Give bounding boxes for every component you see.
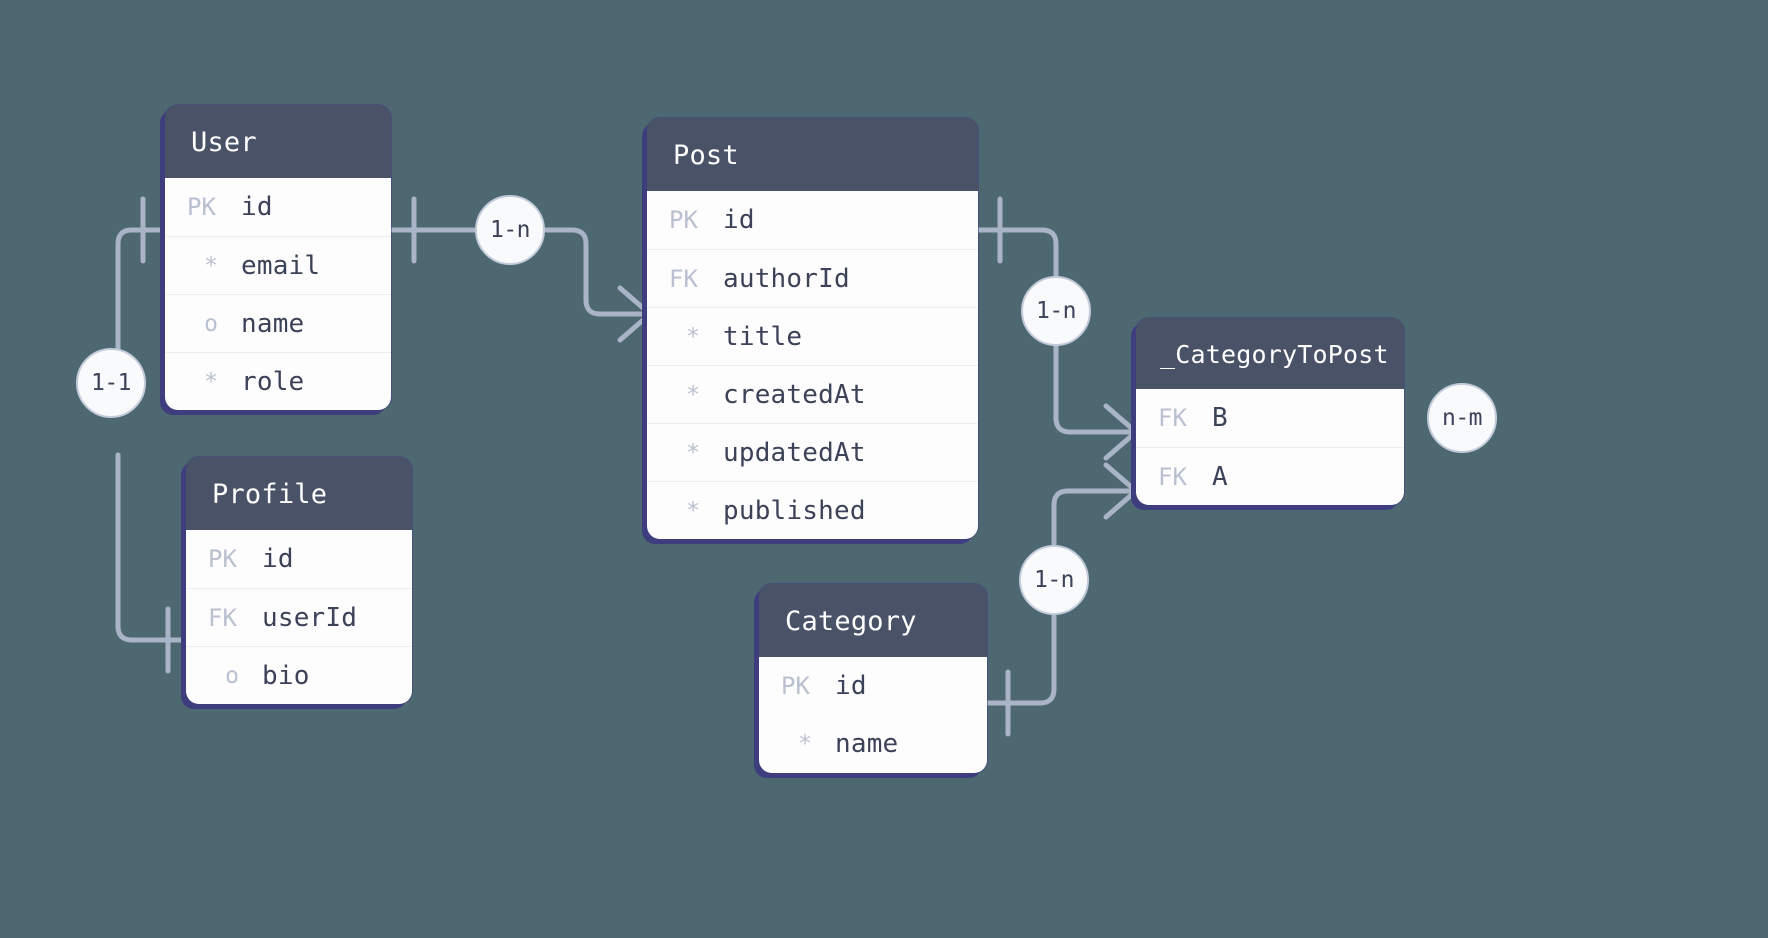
field-key: * (686, 497, 700, 524)
field-name: email (241, 250, 321, 281)
marker-many-ctp-b-b (1103, 429, 1139, 461)
entity-post[interactable]: Post PK id FK authorId * title * created… (647, 118, 978, 539)
field-row[interactable]: * name (759, 715, 987, 773)
cardinality-badge-category-post[interactable]: n-m (1427, 383, 1497, 453)
edge-post-ctp-bottom (1053, 343, 1139, 435)
field-row[interactable]: FK B (1136, 389, 1404, 447)
field-row[interactable]: FK userId (186, 588, 412, 646)
field-key: * (686, 323, 700, 350)
field-key: PK (669, 206, 698, 234)
field-name: name (835, 729, 899, 759)
cardinality-badge-user-post[interactable]: 1-n (475, 195, 545, 265)
field-row[interactable]: o name (165, 294, 391, 352)
edge-user-profile-bottom (115, 452, 189, 643)
field-row[interactable]: * createdAt (647, 365, 978, 423)
entity-user[interactable]: User PK id * email o name * role (165, 105, 391, 410)
field-key: o (225, 662, 239, 689)
field-name: bio (262, 660, 310, 691)
field-key: FK (1158, 404, 1187, 432)
field-name: name (241, 308, 305, 339)
entity-user-fields: PK id * email o name * role (165, 178, 391, 410)
entity-profile-title: Profile (186, 457, 412, 530)
field-key: * (686, 439, 700, 466)
entity-post-fields: PK id FK authorId * title * createdAt * … (647, 191, 978, 539)
field-row[interactable]: FK A (1136, 447, 1404, 505)
field-row[interactable]: * role (165, 352, 391, 410)
field-key: * (204, 368, 218, 395)
field-row[interactable]: * updatedAt (647, 423, 978, 481)
edge-category-ctp-top (1051, 488, 1139, 548)
field-name: id (723, 205, 755, 235)
field-key: PK (187, 193, 216, 221)
entity-user-title: User (165, 105, 391, 178)
entity-categorytopost-title: _CategoryToPost (1136, 318, 1404, 389)
marker-many-ctp-b-a (1103, 403, 1139, 435)
entity-categorytopost[interactable]: _CategoryToPost FK B FK A (1136, 318, 1404, 505)
entity-profile-fields: PK id FK userId o bio (186, 530, 412, 704)
field-key: FK (1158, 462, 1187, 491)
cardinality-badge-user-profile[interactable]: 1-1 (76, 348, 146, 418)
field-name: id (835, 671, 867, 701)
edge-post-ctp-top (975, 227, 1059, 279)
field-name: authorId (723, 263, 850, 294)
marker-many-post-a (617, 285, 653, 317)
cardinality-badge-category-ctp[interactable]: 1-n (1019, 545, 1089, 615)
field-key: * (686, 381, 700, 408)
field-row[interactable]: FK authorId (647, 249, 978, 307)
entity-category[interactable]: Category PK id * name (759, 584, 987, 773)
field-name: B (1212, 403, 1228, 433)
entity-categorytopost-fields: FK B FK A (1136, 389, 1404, 505)
edge-user-post-right (543, 227, 653, 317)
field-key: * (798, 731, 812, 757)
entity-category-fields: PK id * name (759, 657, 987, 773)
field-key: FK (669, 264, 698, 293)
field-row[interactable]: * email (165, 236, 391, 294)
field-row[interactable]: PK id (186, 530, 412, 588)
field-row[interactable]: PK id (165, 178, 391, 236)
field-name: userId (262, 602, 358, 633)
field-name: id (262, 544, 294, 574)
field-name: id (241, 192, 273, 222)
field-row[interactable]: * title (647, 307, 978, 365)
field-name: updatedAt (723, 437, 866, 468)
field-key: * (204, 252, 218, 279)
entity-post-title: Post (647, 118, 978, 191)
field-row[interactable]: * published (647, 481, 978, 539)
field-row[interactable]: PK id (647, 191, 978, 249)
field-row[interactable]: PK id (759, 657, 987, 715)
field-row[interactable]: o bio (186, 646, 412, 704)
field-key: FK (208, 603, 237, 632)
field-key: o (204, 310, 218, 337)
entity-profile[interactable]: Profile PK id FK userId o bio (186, 457, 412, 704)
field-name: role (241, 366, 305, 397)
field-name: A (1212, 461, 1228, 492)
marker-many-ctp-a-b (1103, 488, 1139, 520)
field-name: title (723, 321, 803, 352)
field-key: PK (208, 545, 237, 573)
field-name: published (723, 495, 866, 526)
edge-category-ctp-bottom (984, 612, 1057, 706)
field-name: createdAt (723, 379, 866, 410)
marker-many-ctp-a-a (1103, 462, 1139, 494)
marker-many-post-b (617, 311, 653, 343)
field-key: PK (781, 672, 810, 700)
entity-category-title: Category (759, 584, 987, 657)
cardinality-badge-post-ctp[interactable]: 1-n (1021, 276, 1091, 346)
